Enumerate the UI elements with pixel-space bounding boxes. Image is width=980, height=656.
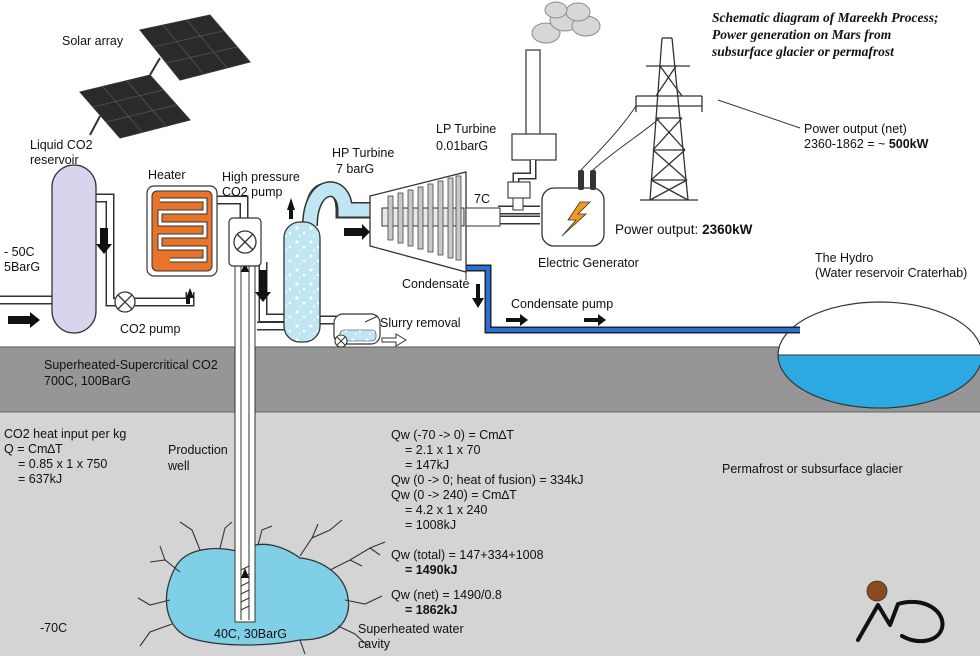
condensate-pump-label: Condensate pump xyxy=(511,297,614,311)
exhaust-stack xyxy=(507,49,557,211)
condensate-line xyxy=(466,264,800,334)
power-net-value: 500kW xyxy=(888,137,929,151)
electric-generator-label: Electric Generator xyxy=(538,256,639,270)
ambient-temperature: -70C xyxy=(40,621,68,635)
co2-pump-label: CO2 pump xyxy=(120,322,181,336)
water-heat-total: Qw (total) = 147+334+1008 = 1490kJ xyxy=(391,548,544,578)
title-line: Power generation on Mars from xyxy=(712,27,892,42)
solar-array-label: Solar array xyxy=(62,34,124,48)
smoke-cloud xyxy=(531,1,601,44)
high-pressure-pump-icon xyxy=(228,217,262,267)
reservoir-label: reservoir xyxy=(30,153,79,167)
title-line: subsurface glacier or permafrost xyxy=(712,44,894,59)
calc-line: Qw (-70 -> 0) = Cm∆T xyxy=(391,428,514,442)
calc-line: Q = Cm∆T xyxy=(4,442,63,456)
calc-line: = 1008kJ xyxy=(405,518,457,532)
hydro-reservoir xyxy=(777,301,980,409)
calc-line: = 4.2 x 1 x 240 xyxy=(405,503,488,517)
callout-lines xyxy=(364,99,801,323)
flow-arrows xyxy=(8,198,606,328)
slurry-removal-unit xyxy=(333,313,407,348)
reservoir-label: Liquid CO2 xyxy=(30,138,93,152)
cavity-label: cavity xyxy=(358,637,390,651)
heater xyxy=(146,185,218,277)
calc-line: Qw (0 -> 0; heat of fusion) = 334kJ xyxy=(391,473,584,487)
calc-line: = 1862kJ xyxy=(405,603,458,617)
superheated-co2-conditions: 700C, 100BarG xyxy=(44,374,131,388)
lp-turbine-label: LP Turbine xyxy=(436,122,497,136)
cavity-label: Superheated water xyxy=(358,622,464,636)
solar-panel-icon xyxy=(79,14,251,139)
calc-line: Qw (0 -> 240) = Cm∆T xyxy=(391,488,517,502)
separator-vessel xyxy=(283,221,321,343)
subsurface-layer xyxy=(0,412,980,656)
co2-pump-icon xyxy=(114,291,136,313)
transmission-tower-icon xyxy=(635,37,703,201)
high-pressure-pump-label: High pressure xyxy=(222,170,300,184)
calc-line: CO2 heat input per kg xyxy=(4,427,127,441)
power-net-formula: 2360-1862 = ~ xyxy=(804,137,886,151)
calc-line: = 147kJ xyxy=(405,458,450,472)
calc-line: = 637kJ xyxy=(18,472,63,486)
power-output-value: 2360kW xyxy=(702,222,753,237)
slurry-removal-label: Slurry removal xyxy=(380,316,461,330)
liquid-co2-reservoir xyxy=(51,164,97,334)
reservoir-temperature: - 50C xyxy=(4,245,35,259)
calc-line: = 0.85 x 1 x 750 xyxy=(18,457,108,471)
title-line: Schematic diagram of Mareekh Process; xyxy=(712,10,939,25)
heater-label: Heater xyxy=(148,168,186,182)
calc-line: Qw (total) = 147+334+1008 xyxy=(391,548,544,562)
production-well-label: well xyxy=(168,459,190,473)
power-output-label: Power output: xyxy=(615,222,699,237)
diagram-title: Schematic diagram of Mareekh Process; Po… xyxy=(712,9,978,60)
superheated-co2-label: Superheated-Supercritical CO2 xyxy=(44,358,218,372)
power-net-label: Power output (net) xyxy=(804,122,907,136)
water-heat-calculation: Qw (-70 -> 0) = Cm∆T = 2.1 x 1 x 70 = 14… xyxy=(391,428,583,533)
production-well xyxy=(234,249,256,623)
turbine-temperature: 7C xyxy=(474,192,490,206)
high-pressure-pump-label: CO2 pump xyxy=(222,185,283,199)
hydro-label: (Water reservoir Craterhab) xyxy=(815,266,968,280)
electric-generator xyxy=(541,170,605,247)
power-output: Power output: 2360kW xyxy=(615,222,752,237)
power-cables xyxy=(580,105,661,171)
water-heat-net: Qw (net) = 1490/0.8 = 1862kJ xyxy=(391,588,502,618)
condensate-label: Condensate xyxy=(402,277,470,291)
production-well-label: Production xyxy=(168,443,228,457)
calc-line: = 2.1 x 1 x 70 xyxy=(405,443,481,457)
co2-heat-calculation: CO2 heat input per kg Q = Cm∆T = 0.85 x … xyxy=(4,427,126,487)
cavity-conditions: 40C, 30BarG xyxy=(214,627,287,641)
lightning-icon xyxy=(561,201,591,237)
md-logo-icon xyxy=(856,580,945,644)
reservoir-pressure: 5BarG xyxy=(4,260,41,274)
hydro-label: The Hydro xyxy=(815,251,874,265)
permafrost-label: Permafrost or subsurface glacier xyxy=(722,462,903,476)
calc-line: = 1490kJ xyxy=(405,563,458,577)
calc-line: Qw (net) = 1490/0.8 xyxy=(391,588,502,602)
hp-turbine-label: HP Turbine xyxy=(332,146,395,160)
superheated-water-cavity xyxy=(137,519,386,655)
hp-turbine-pressure: 7 barG xyxy=(336,162,375,176)
turbine xyxy=(369,171,501,273)
lp-turbine-pressure: 0.01barG xyxy=(436,139,489,153)
power-net-calculation: 2360-1862 = ~ 500kW xyxy=(804,137,928,152)
